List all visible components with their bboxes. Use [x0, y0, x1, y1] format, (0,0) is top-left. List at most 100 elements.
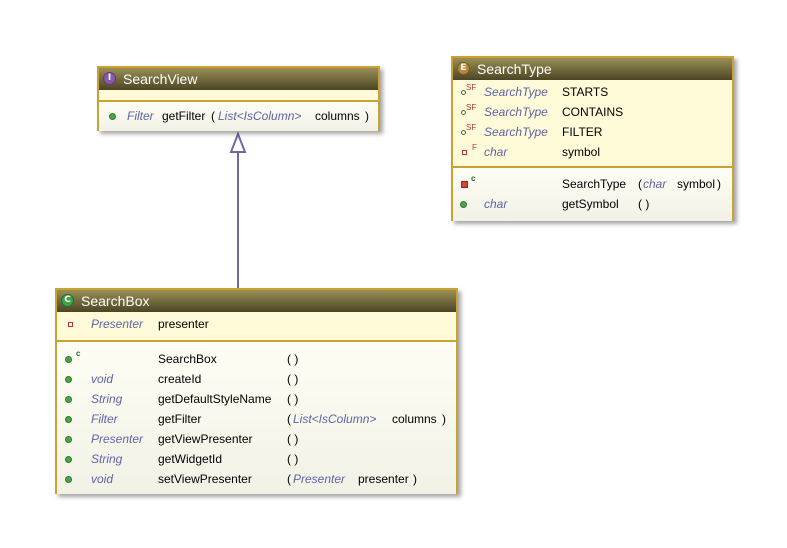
field-name: STARTS — [562, 85, 609, 99]
searchview-fields — [99, 90, 378, 100]
field-name: symbol — [562, 145, 601, 159]
method-row[interactable]: void createId ( ) — [57, 369, 456, 389]
searchbox-class[interactable]: C SearchBox Presenter presenter c Search… — [55, 288, 458, 494]
searchview-methods: Filter getFilter ( List<IsColumn> column… — [99, 100, 378, 131]
private-field-icon — [462, 150, 467, 155]
method-row[interactable]: Presenter getViewPresenter ( ) — [57, 429, 456, 449]
return-type: Filter — [91, 412, 118, 426]
field-type: SearchType — [484, 105, 548, 119]
method-params: ( ) — [638, 197, 650, 211]
return-type: char — [484, 197, 508, 211]
static-field-icon — [461, 110, 466, 115]
searchtype-fields: SF SearchType STARTS SF SearchType CONTA… — [453, 80, 732, 166]
constructor-marker: c — [76, 349, 81, 358]
method-name: SearchType — [562, 177, 627, 191]
method-row[interactable]: char getSymbol ( ) — [453, 194, 732, 214]
method-row[interactable]: String getDefaultStyleName ( ) — [57, 389, 456, 409]
param-open: ( — [287, 412, 291, 426]
field-row[interactable]: F char symbol — [453, 142, 732, 162]
public-method-icon — [109, 113, 116, 120]
field-row[interactable]: SF SearchType FILTER — [453, 122, 732, 142]
param-name: columns — [315, 109, 360, 123]
field-modifier: SF — [466, 83, 477, 92]
param-type: Presenter — [293, 472, 346, 486]
public-method-icon — [65, 476, 72, 483]
public-method-icon — [65, 456, 72, 463]
public-method-icon — [65, 436, 72, 443]
method-params: ( ) — [287, 392, 299, 406]
searchbox-header[interactable]: C SearchBox — [57, 290, 456, 312]
field-row[interactable]: Presenter presenter — [57, 314, 456, 334]
public-method-icon — [65, 396, 72, 403]
searchbox-title: SearchBox — [81, 293, 150, 309]
static-field-icon — [461, 130, 466, 135]
constructor-row[interactable]: c SearchBox ( ) — [57, 349, 456, 369]
realization-arrowhead — [229, 131, 247, 153]
class-icon: C — [61, 294, 74, 307]
searchtype-header[interactable]: E SearchType — [453, 58, 732, 80]
field-name: CONTAINS — [562, 105, 624, 119]
method-name: SearchBox — [158, 352, 217, 366]
method-params: ( ) — [287, 352, 299, 366]
public-method-icon — [460, 201, 467, 208]
method-params: ( ) — [287, 452, 299, 466]
param-close: ) — [442, 412, 446, 426]
return-type: void — [91, 472, 114, 486]
param-close: ) — [413, 472, 417, 486]
field-row[interactable]: SF SearchType STARTS — [453, 82, 732, 102]
field-row[interactable]: SF SearchType CONTAINS — [453, 102, 732, 122]
searchbox-fields: Presenter presenter — [57, 312, 456, 340]
param-type: List<IsColumn> — [218, 109, 302, 123]
method-row[interactable]: void setViewPresenter ( Presenter presen… — [57, 469, 456, 489]
method-name: getViewPresenter — [158, 432, 253, 446]
return-type: void — [91, 372, 114, 386]
method-name: setViewPresenter — [158, 472, 252, 486]
method-name: getWidgetId — [158, 452, 223, 466]
method-row[interactable]: Filter getFilter ( List<IsColumn> column… — [99, 106, 378, 126]
method-name: createId — [158, 372, 202, 386]
method-params: ( ) — [287, 432, 299, 446]
return-type: Presenter — [91, 432, 144, 446]
static-field-icon — [461, 90, 466, 95]
private-field-icon — [68, 322, 73, 327]
searchview-title: SearchView — [123, 71, 198, 87]
param-open: ( — [638, 177, 642, 191]
field-name: presenter — [158, 317, 209, 331]
param-close: ) — [365, 109, 369, 123]
method-name: getSymbol — [562, 197, 619, 211]
param-type: List<IsColumn> — [293, 412, 377, 426]
constructor-row[interactable]: c SearchType ( char symbol ) — [453, 174, 732, 194]
field-type: SearchType — [484, 85, 548, 99]
private-constructor-icon — [461, 181, 468, 188]
public-method-icon — [65, 416, 72, 423]
field-name: FILTER — [562, 125, 603, 139]
searchtype-methods: c SearchType ( char symbol ) char getSym… — [453, 166, 732, 221]
param-type: char — [643, 177, 667, 191]
return-type: String — [91, 452, 123, 466]
interface-icon: I — [103, 72, 116, 85]
searchbox-methods: c SearchBox ( ) void createId ( ) String… — [57, 340, 456, 494]
param-close: ) — [717, 177, 721, 191]
searchview-header[interactable]: I SearchView — [99, 68, 378, 90]
field-type: char — [484, 145, 508, 159]
method-row[interactable]: String getWidgetId ( ) — [57, 449, 456, 469]
public-constructor-icon — [65, 356, 72, 363]
param-open: ( — [211, 109, 215, 123]
searchtype-class[interactable]: E SearchType SF SearchType STARTS SF Sea… — [451, 56, 734, 221]
constructor-marker: c — [471, 174, 476, 183]
field-modifier: SF — [466, 123, 477, 132]
return-type: String — [91, 392, 123, 406]
return-type: Filter — [127, 109, 154, 123]
field-type: SearchType — [484, 125, 548, 139]
field-modifier: F — [472, 143, 477, 152]
field-modifier: SF — [466, 103, 477, 112]
param-name: symbol — [677, 177, 716, 191]
searchview-class[interactable]: I SearchView Filter getFilter ( List<IsC… — [97, 66, 380, 131]
field-type: Presenter — [91, 317, 144, 331]
method-name: getFilter — [162, 109, 206, 123]
method-row[interactable]: Filter getFilter ( List<IsColumn> column… — [57, 409, 456, 429]
method-params: ( ) — [287, 372, 299, 386]
method-name: getFilter — [158, 412, 202, 426]
searchtype-title: SearchType — [477, 61, 552, 77]
